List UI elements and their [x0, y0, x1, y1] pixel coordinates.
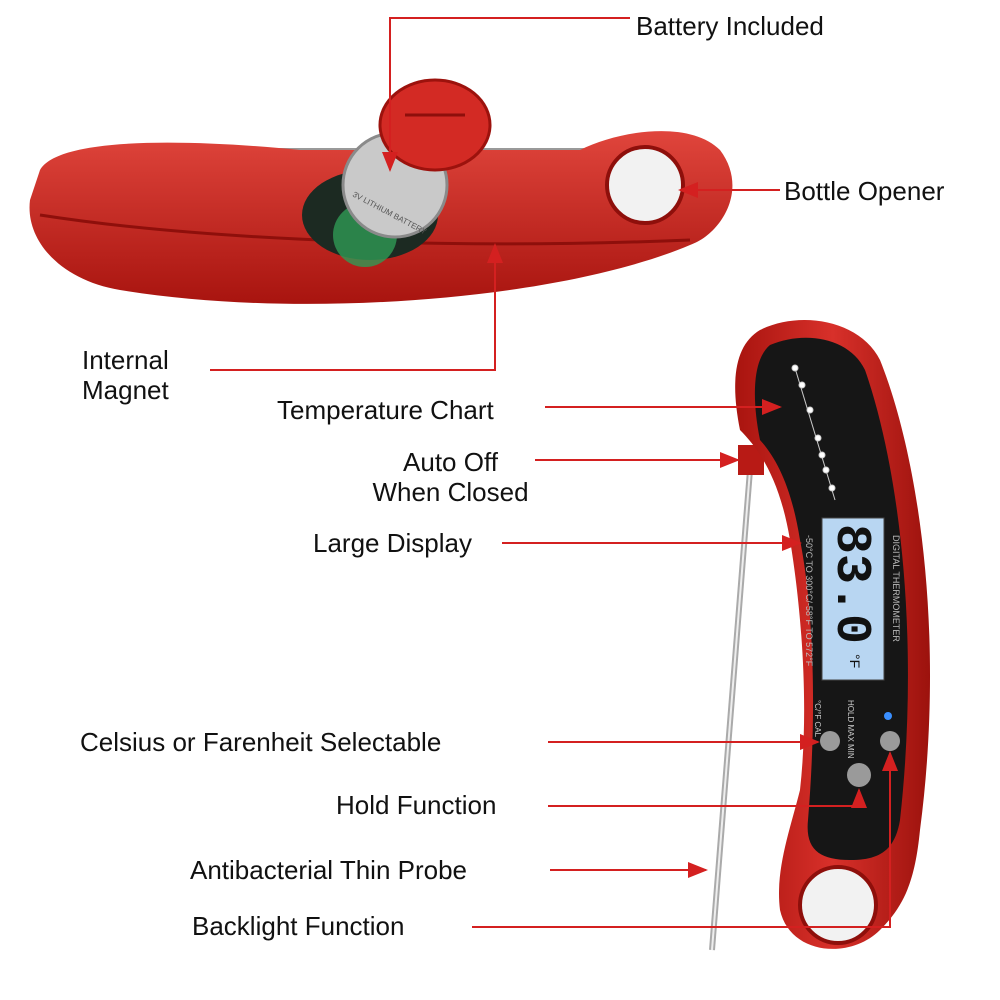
unit-button[interactable] — [820, 731, 840, 751]
open-thermometer: 83.0 °F -50°C TO 300°C/-58°F TO 572°F DI… — [709, 320, 931, 951]
brand-text: DIGITAL THERMOMETER — [891, 535, 901, 642]
label-backlight: Backlight Function — [192, 911, 405, 941]
lcd-display — [821, 517, 885, 681]
callout-lines — [210, 17, 898, 928]
label-auto-off: Auto Off When Closed — [372, 447, 529, 507]
hold-button-label: HOLD MAX MIN — [846, 700, 855, 759]
label-hold-function: Hold Function — [336, 790, 497, 820]
label-probe: Antibacterial Thin Probe — [190, 855, 468, 885]
label-internal-magnet: Internal Magnet — [82, 345, 169, 405]
bottle-opener-hole — [605, 145, 685, 225]
label-temperature-chart: Temperature Chart — [277, 395, 494, 425]
label-battery-included: Battery Included — [636, 11, 824, 41]
range-text: -50°C TO 300°C/-58°F TO 572°F — [804, 535, 814, 667]
backlight-icon — [884, 712, 892, 720]
label-celsius-farenheit: Celsius or Farenheit Selectable — [80, 727, 442, 757]
battery-cover — [378, 78, 492, 172]
temperature-chart — [791, 364, 836, 501]
backlight-button[interactable] — [880, 731, 900, 751]
unit-button-label: °C/°F CAL — [813, 700, 822, 738]
label-bottle-opener: Bottle Opener — [784, 176, 945, 206]
lcd-unit: °F — [847, 654, 863, 668]
label-large-display: Large Display — [313, 528, 472, 558]
closed-thermometer: 3V LITHIUM BATTERY — [29, 78, 733, 304]
lcd-value: 83.0 — [822, 524, 879, 644]
hold-button[interactable] — [847, 763, 871, 787]
